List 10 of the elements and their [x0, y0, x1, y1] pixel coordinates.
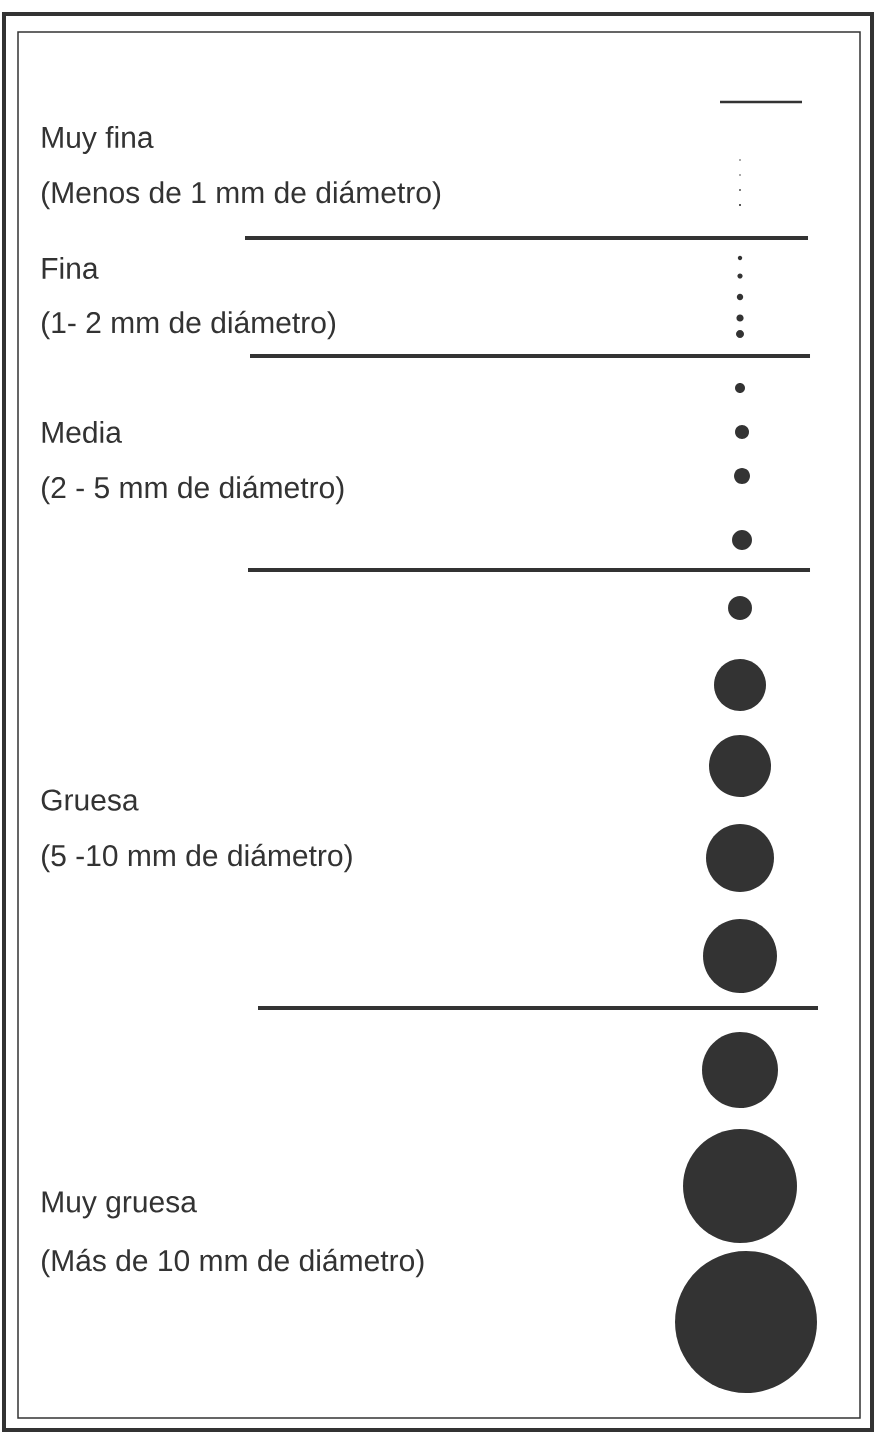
- diameter-range: (Menos de 1 mm de diámetro): [42, 180, 441, 210]
- class-name: Gruesa: [41, 789, 139, 811]
- class-name: Muy gruesa: [42, 1191, 197, 1219]
- diameter-range: (2 - 5 mm de diámetro): [42, 475, 344, 505]
- class-name: Fina: [42, 257, 99, 280]
- class-name: Media: [42, 421, 122, 444]
- diameter-range: (1- 2 mm de diámetro): [42, 310, 336, 340]
- diameter-range: (Más de 10 mm de diámetro): [42, 1248, 424, 1278]
- class-name: Muy fina: [42, 126, 154, 154]
- diameter-range: (5 -10 mm de diámetro): [42, 843, 352, 873]
